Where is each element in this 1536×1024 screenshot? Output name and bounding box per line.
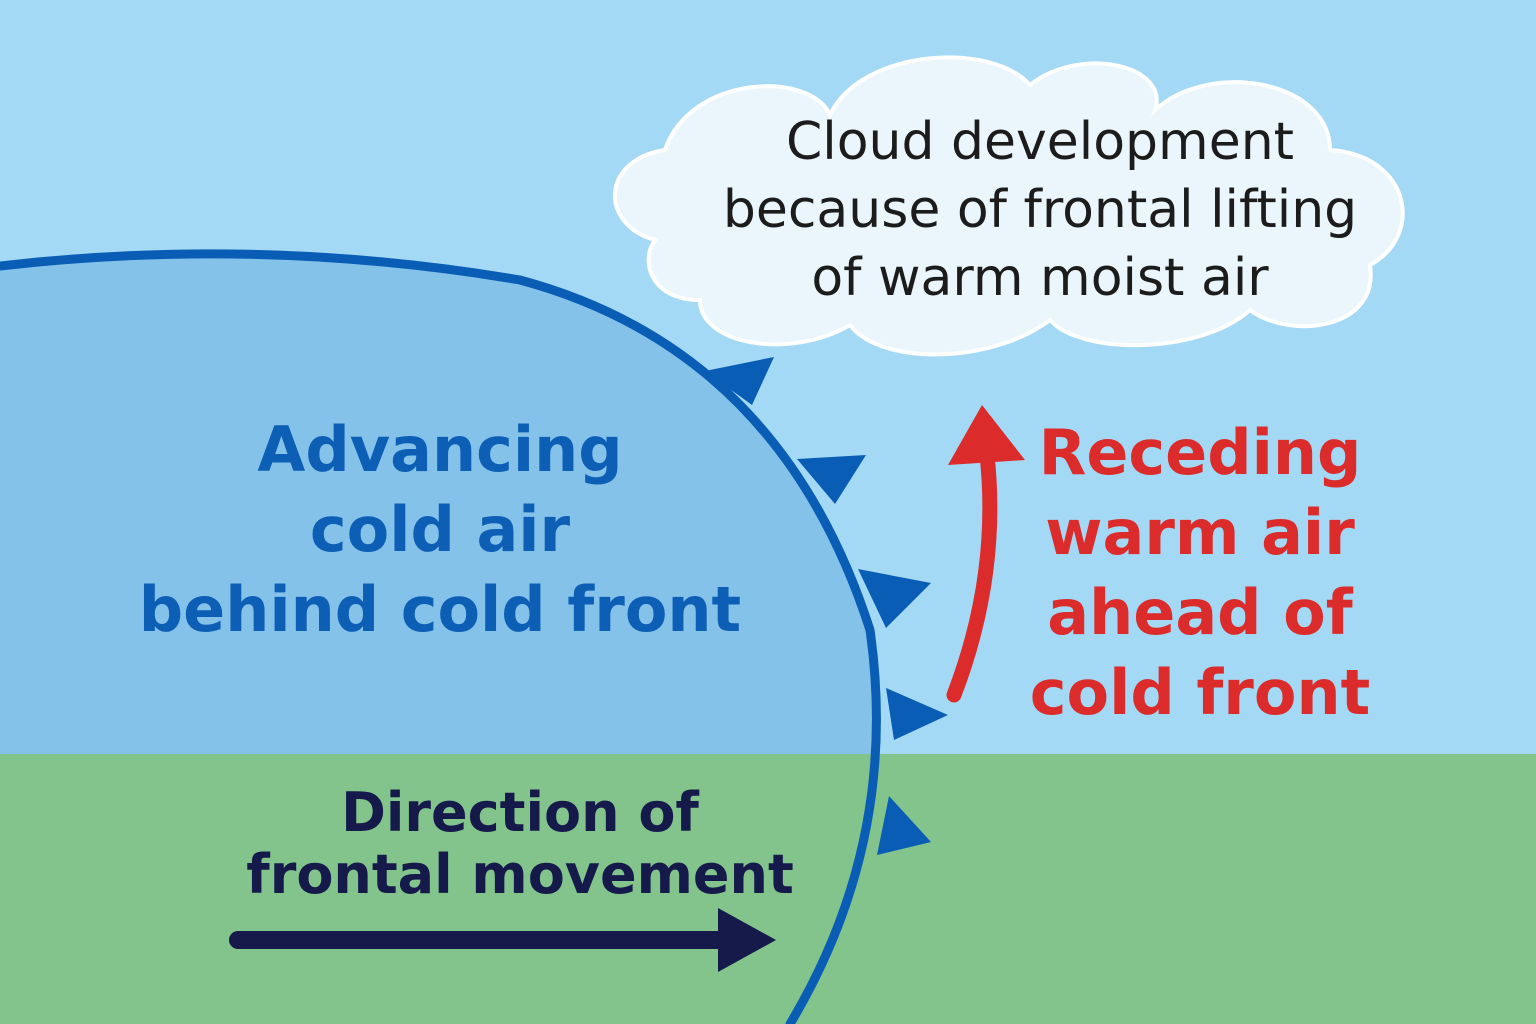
cold-air-label: Advancing cold air behind cold front xyxy=(120,410,760,650)
warm-air-label-line: ahead of xyxy=(1047,576,1353,649)
warm-arrow-head xyxy=(948,405,1025,465)
warm-air-label: Receding warm air ahead of cold front xyxy=(1010,413,1390,733)
front-triangle xyxy=(886,688,948,740)
arrow-up-curved-icon xyxy=(946,405,1025,703)
front-triangle xyxy=(877,796,931,855)
cold-front-triangles-icon xyxy=(705,357,948,855)
front-triangle xyxy=(858,569,931,628)
cloud-label-line: of warm moist air xyxy=(811,248,1269,308)
direction-arrow-head xyxy=(718,908,776,972)
cloud-label: Cloud development because of frontal lif… xyxy=(690,108,1390,312)
warm-arrow-shaft xyxy=(946,447,998,703)
direction-label: Direction of frontal movement xyxy=(220,782,820,906)
warm-air-label-line: cold front xyxy=(1029,656,1371,729)
cold-front-line xyxy=(0,249,881,1024)
front-triangle xyxy=(705,357,774,405)
cold-air-label-line: behind cold front xyxy=(138,573,742,646)
arrow-right-icon xyxy=(229,908,776,972)
warm-air-label-line: warm air xyxy=(1045,496,1355,569)
warm-air-label-line: Receding xyxy=(1038,416,1362,489)
cloud-icon xyxy=(613,55,1405,357)
cloud-label-line: Cloud development xyxy=(785,112,1295,172)
ground-overlay xyxy=(0,754,1536,1024)
cloud-shape xyxy=(613,55,1405,357)
direction-label-line: Direction of xyxy=(341,781,699,844)
cloud-label-line: because of frontal lifting xyxy=(722,180,1358,240)
cold-air-label-line: cold air xyxy=(309,493,571,566)
direction-label-line: frontal movement xyxy=(246,843,794,906)
cold-air-label-line: Advancing xyxy=(257,413,623,486)
front-triangle xyxy=(797,455,866,504)
cold-air-mass xyxy=(0,249,1536,1024)
